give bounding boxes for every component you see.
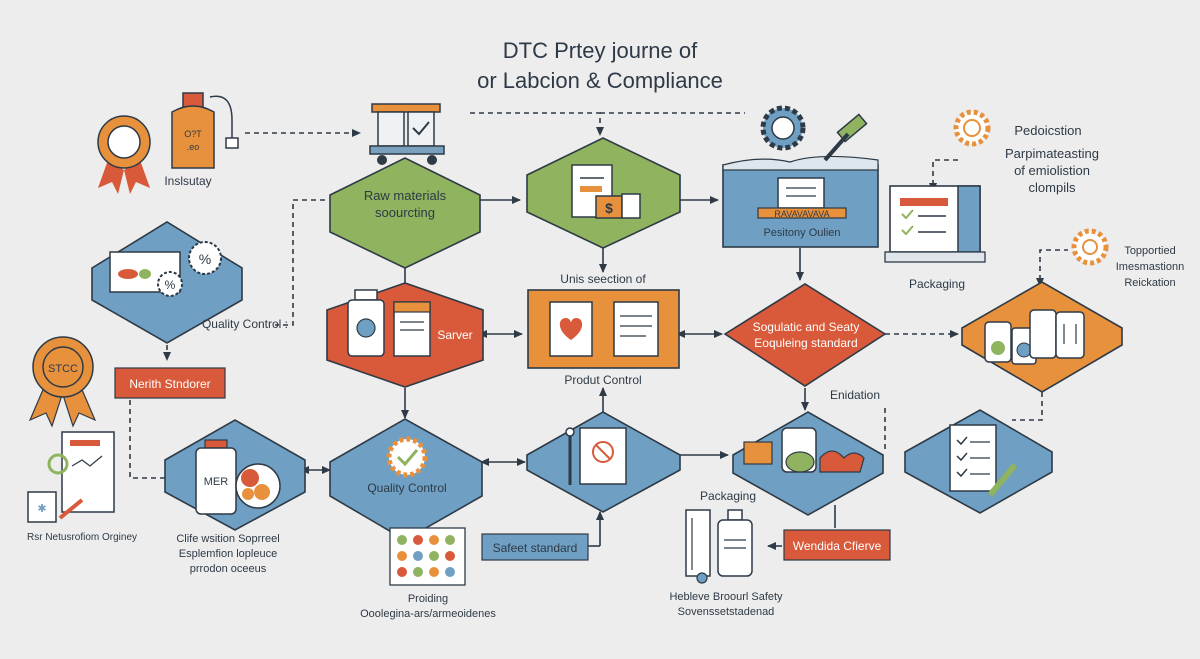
label-bag-icon xyxy=(613,301,659,357)
raw-materials-line-2: soourcting xyxy=(375,205,435,220)
regulatory-line-2: Eoquleing standard xyxy=(754,336,857,350)
jar-icon xyxy=(347,289,385,357)
pedoicstion-line-3: of emiolistion xyxy=(1014,163,1090,178)
packaging-bottom-label: Packaging xyxy=(700,489,756,503)
invoice-dollar-icon: $ xyxy=(571,164,641,219)
dash-top-gear xyxy=(1036,249,1068,287)
sourcing-banner: RAVAVAVAVA xyxy=(774,209,829,219)
north-standard-node: Nerith Stndorer xyxy=(114,367,226,399)
discount-node: % % xyxy=(91,221,243,344)
quality-control-left-label: Quality Control : xyxy=(202,317,288,331)
jar-4-icon xyxy=(1055,311,1085,359)
food-node xyxy=(732,411,884,516)
regulatory-line-1: Sogulatic and Seaty xyxy=(753,320,860,334)
gear-orange-2-icon xyxy=(1071,228,1109,266)
packaging-bottom-line-2: Sovenssetstadenad xyxy=(678,606,775,618)
pedoicstion-block: Pedoicstion Parpimateasting of emiolisti… xyxy=(1005,123,1099,195)
server-node: Sarver xyxy=(326,282,484,388)
north-standard-label: Nerith Stndorer xyxy=(129,377,210,391)
percent-badge-icon: % % xyxy=(157,241,222,297)
checklist-node xyxy=(904,409,1053,514)
mer-caption: Clife wsition Soprreel Esplemfion lopleu… xyxy=(176,533,279,575)
svg-text:✱: ✱ xyxy=(37,503,46,515)
cart-icon xyxy=(369,103,445,165)
product-control-node xyxy=(527,289,680,369)
packaging-bottom-node: Packaging Hebleve Broourl Safety Sovenss… xyxy=(669,489,783,618)
jar-3-icon xyxy=(1029,309,1057,359)
proiding-line-2: Ooolegina-ars/armeoidenes xyxy=(360,608,496,620)
safeet-standard-node: Safeet standard xyxy=(481,533,589,561)
title-line-1: DTC Prtey journe of xyxy=(503,38,698,63)
wendida-node: Wendida Cfierve xyxy=(783,529,891,561)
quality-control-center-label: Quality Control xyxy=(367,481,446,495)
industry-group: O?T .eo Inslsutay xyxy=(97,92,239,194)
topportied-line-2: Imesmastionn xyxy=(1116,261,1184,273)
dash-raw-left xyxy=(275,199,325,326)
svg-text:%: % xyxy=(165,278,176,292)
product-control-label: Produt Control xyxy=(564,373,641,387)
check-badge-icon xyxy=(386,436,428,478)
clipboard-node: ✱ Rsr Netusrofiom Orginey xyxy=(27,431,137,543)
document-icon xyxy=(777,177,825,209)
packaging-bottom-line-1: Hebleve Broourl Safety xyxy=(669,591,783,603)
sourcing-box-node: RAVAVAVAVA Pesitony Oulien xyxy=(722,105,879,248)
enidation-label: Enidation xyxy=(830,388,880,402)
topportied-line-1: Topportied xyxy=(1124,245,1175,257)
mer-caption-2: Esplemfion lopleuce xyxy=(179,548,277,560)
svg-text:$: $ xyxy=(605,200,613,216)
jars-node xyxy=(961,281,1123,393)
quality-control-center-node: Quality Control xyxy=(329,418,483,541)
server-label: Sarver xyxy=(437,328,472,342)
stcc-label: STCC xyxy=(48,363,78,375)
packaging-top-label: Packaging xyxy=(909,277,965,291)
mer-caption-3: prrodon oceeus xyxy=(190,563,267,575)
raw-materials-line-1: Raw materials xyxy=(364,188,447,203)
dash-pkg-pedo xyxy=(929,159,958,192)
proiding-line-1: Proiding xyxy=(408,593,448,605)
lab-doc-node xyxy=(526,411,681,513)
wendida-label: Wendida Cfierve xyxy=(793,539,882,553)
topportied-block: Topportied Imesmastionn Reickation xyxy=(1071,228,1184,289)
dash-right-down xyxy=(1012,392,1043,421)
award-medal-icon xyxy=(97,115,151,194)
packaging-top-node: Packaging xyxy=(884,109,991,291)
gear-orange-icon xyxy=(953,109,991,147)
sourcing-label: Pesitony Oulien xyxy=(763,227,840,239)
proiding-node: Proiding Ooolegina-ars/armeoidenes xyxy=(360,527,496,620)
hammer-icon xyxy=(823,113,868,162)
dash-north-down xyxy=(129,400,165,479)
pedoicstion-line-2: Parpimateasting xyxy=(1005,146,1099,161)
pedoicstion-line-1: Pedoicstion xyxy=(1014,123,1081,138)
payment-node: $ xyxy=(526,137,681,249)
title-line-2: or Labcion & Compliance xyxy=(477,68,723,93)
icon-grid xyxy=(397,535,455,577)
bag-icon xyxy=(393,301,431,357)
unis-label: Unis seection of xyxy=(560,272,646,286)
mer-node: MER xyxy=(164,419,306,531)
bottle-icon: O?T .eo xyxy=(171,92,239,169)
dash-top-to-center xyxy=(470,112,604,136)
bottle-label-1: O?T xyxy=(184,129,202,139)
mer-caption-1: Clife wsition Soprreel xyxy=(176,533,279,545)
safeet-standard-label: Safeet standard xyxy=(493,541,578,555)
gear-icon xyxy=(760,105,806,151)
stcc-medal-icon: STCC xyxy=(28,336,97,428)
mer-label: MER xyxy=(204,476,229,488)
regulatory-node: Sogulatic and Seaty Eoquleing standard xyxy=(723,283,887,387)
industry-label: Inslsutay xyxy=(164,174,211,188)
rsr-label: Rsr Netusrofiom Orginey xyxy=(27,532,137,543)
bottle-label-2: .eo xyxy=(187,142,200,152)
raw-materials-node: Raw materials soourcting xyxy=(329,103,481,269)
topportied-line-3: Reickation xyxy=(1124,277,1175,289)
svg-text:%: % xyxy=(199,251,211,267)
bottle-cylinder-icon xyxy=(685,509,753,584)
pedoicstion-line-4: clompils xyxy=(1029,180,1076,195)
